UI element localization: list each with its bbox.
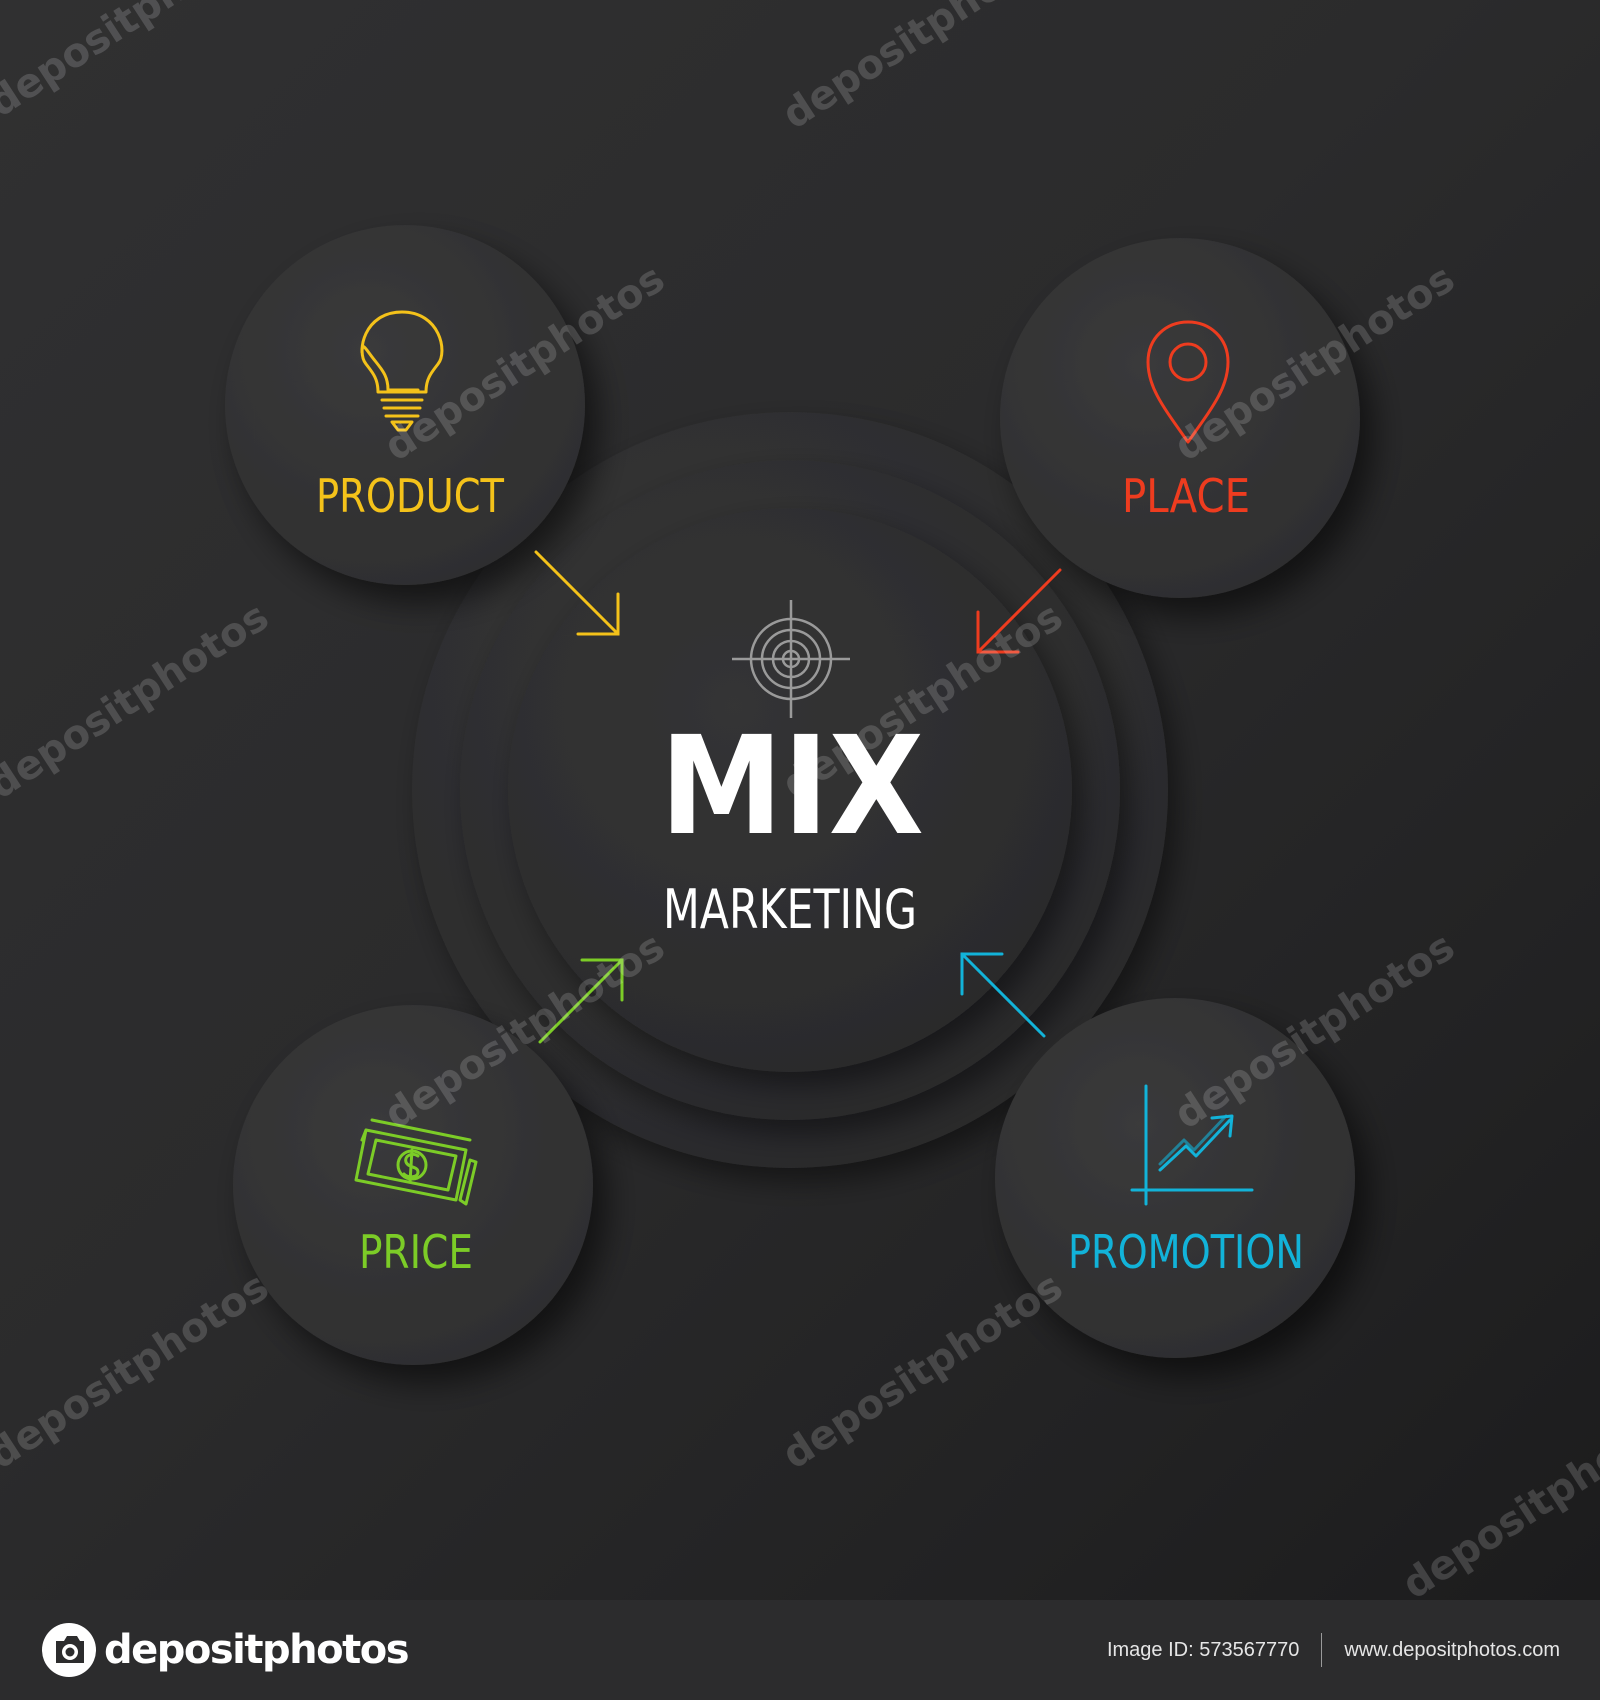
node-label-place: PLACE [1122, 469, 1250, 523]
website-link[interactable]: www.depositphotos.com [1344, 1638, 1560, 1661]
marketing-mix-diagram: PRODUCT PLACE PRICE PROMOTION [0, 0, 1600, 1600]
watermark-text: depositphotos [774, 1264, 1070, 1479]
node-label-promotion: PROMOTION [1068, 1225, 1304, 1279]
node-product [225, 225, 585, 585]
arrow-product-to-center [534, 550, 620, 636]
growth-chart-icon [1130, 1084, 1254, 1206]
node-circle-place [1000, 238, 1360, 598]
arrow-price-to-center [538, 958, 624, 1044]
lightbulb-icon [360, 310, 444, 432]
center-subtitle: MARKETING [663, 878, 917, 941]
image-id: Image ID: 573567770 [1106, 1638, 1300, 1661]
center-title: MIX [660, 708, 924, 866]
brand-name: depositphotos [104, 1627, 410, 1673]
camera-icon [42, 1623, 96, 1677]
watermark-text: depositphotos [0, 1264, 277, 1479]
money-icon [354, 1118, 478, 1206]
node-price [233, 1005, 593, 1365]
footer-meta: Image ID: 573567770 www.depositphotos.co… [1107, 1633, 1560, 1667]
watermark-text: depositphotos [0, 0, 277, 126]
arrow-promotion-to-center [960, 952, 1046, 1038]
brand-logo[interactable]: depositphotos [40, 1621, 410, 1679]
node-circle-promotion [995, 998, 1355, 1358]
watermark-text: depositphotos [774, 0, 1070, 138]
footer-bar: depositphotos Image ID: 573567770 www.de… [0, 1600, 1600, 1700]
footer-divider [1321, 1633, 1323, 1667]
map-pin-icon [1146, 320, 1230, 444]
diagram-canvas: PRODUCT PLACE PRICE PROMOTION [0, 0, 1600, 1600]
node-label-price: PRICE [359, 1225, 473, 1279]
node-promotion [995, 998, 1355, 1358]
node-label-product: PRODUCT [316, 469, 505, 523]
arrow-place-to-center [976, 568, 1062, 654]
node-place [1000, 238, 1360, 598]
target-icon [732, 600, 850, 718]
center-ring-inner [508, 508, 1072, 1072]
watermark-text: depositphotos [1394, 1394, 1600, 1600]
node-circle-product [225, 225, 585, 585]
watermark-layer: depositphotos depositphotos depositphoto… [0, 0, 1600, 1600]
node-circle-price [233, 1005, 593, 1365]
watermark-text: depositphotos [0, 594, 277, 809]
